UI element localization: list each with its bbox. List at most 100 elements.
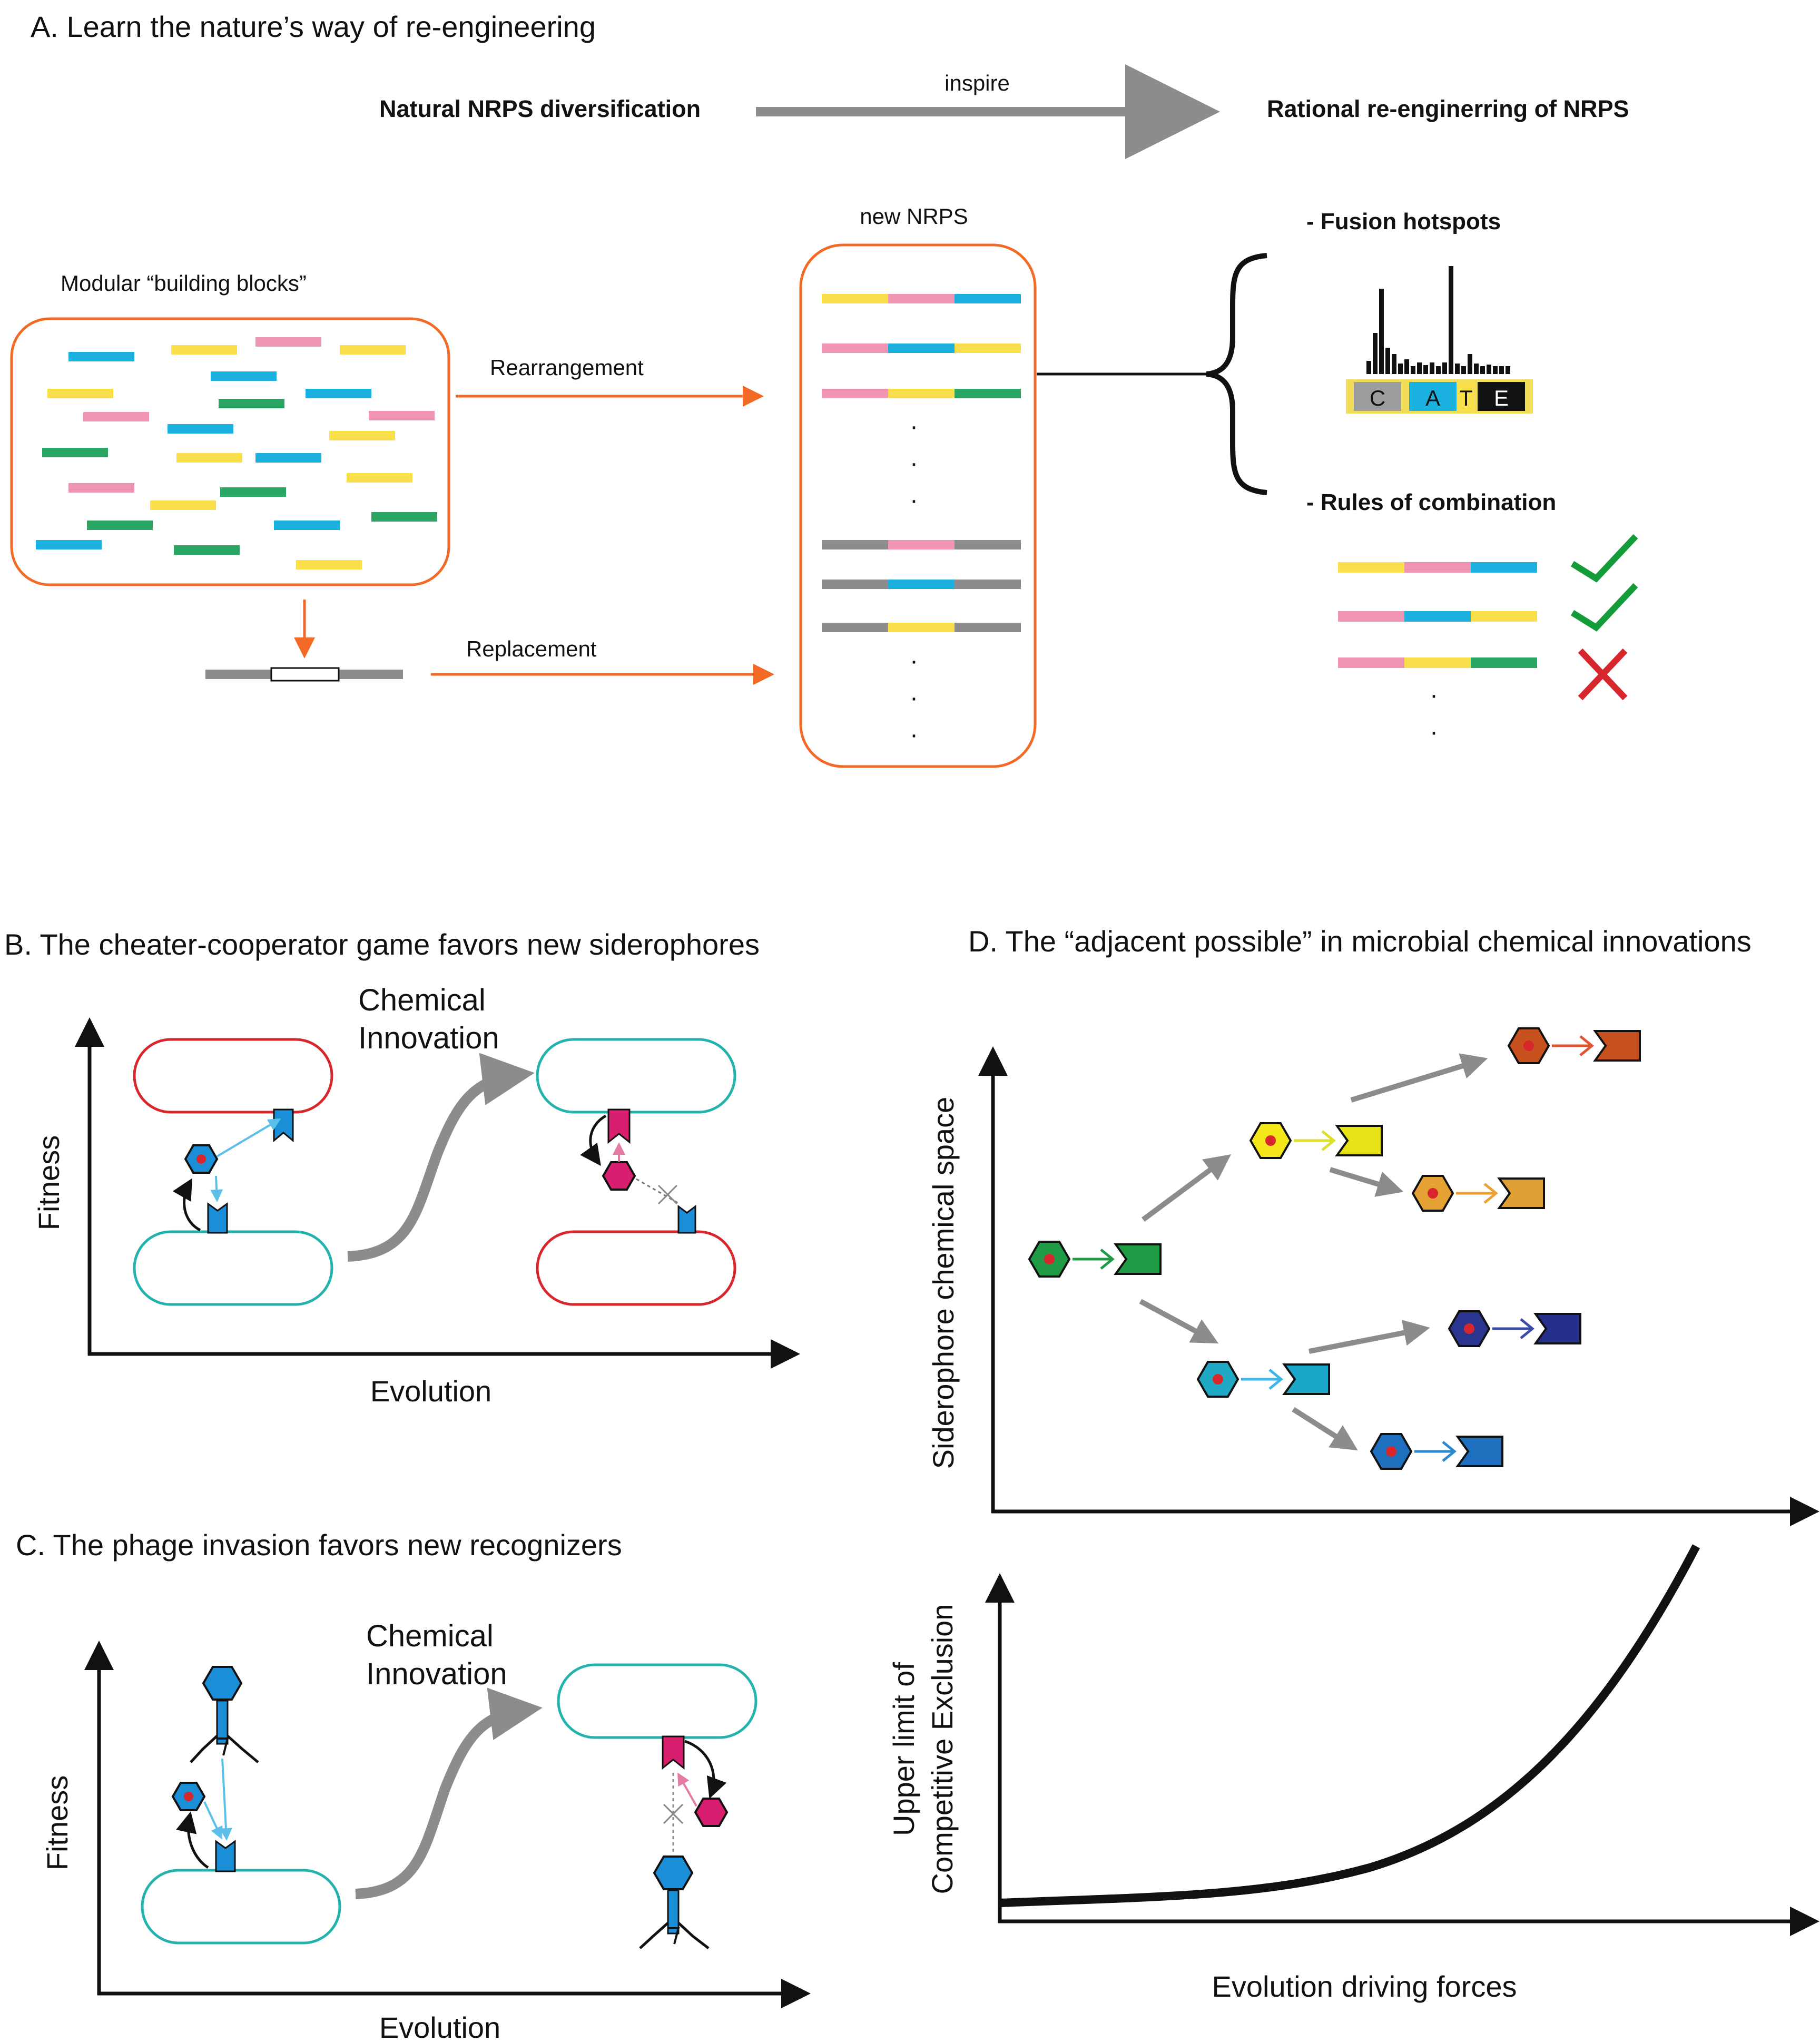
panel-c-x-label: Evolution	[379, 2011, 500, 2042]
cross-icon	[1578, 648, 1628, 701]
rule-segment	[1404, 611, 1471, 622]
histogram-bar	[1385, 348, 1390, 374]
nrps-row-segment	[822, 580, 888, 589]
nrps-row-segment	[822, 294, 888, 303]
phage-binding-arrow	[219, 1758, 232, 1841]
new-receptor-icon	[662, 1735, 685, 1770]
histogram-bar	[1493, 366, 1498, 374]
histogram-bar	[1474, 364, 1479, 374]
fragment-green	[87, 521, 153, 530]
host-receptor-icon	[215, 1840, 236, 1872]
fragment-pink	[255, 337, 321, 347]
histogram-bar	[1430, 362, 1434, 374]
block-cross-stroke	[663, 1803, 684, 1824]
curly-brace-icon	[1206, 253, 1267, 495]
rule-segment	[1471, 611, 1537, 622]
nrps-row-segment	[888, 623, 955, 632]
histogram-bar	[1461, 366, 1466, 374]
fragment-blue	[168, 424, 233, 434]
histogram-bar	[1455, 364, 1460, 374]
panel-d: D. The “adjacent possible” in microbial …	[887, 925, 1819, 2003]
block-cross-stroke	[657, 1184, 678, 1205]
iron-dot-icon	[1265, 1135, 1276, 1146]
dot: ·	[1430, 681, 1438, 709]
navy-receptor-icon	[1533, 1313, 1581, 1344]
red-receptor-icon	[1593, 1030, 1641, 1062]
nrps-row-segment	[955, 580, 1021, 589]
histogram-bar	[1449, 266, 1453, 374]
nrps-row-segment	[955, 623, 1021, 632]
innovation-label-line2: Innovation	[366, 1657, 507, 1691]
phage-leg	[217, 1737, 229, 1756]
nrps-row-segment	[888, 580, 955, 589]
panel-c: C. The phage invasion favors new recogni…	[16, 1528, 811, 2042]
ellipsis-dots: · · · · · · · ·	[910, 413, 1438, 749]
domain-t	[1458, 382, 1474, 411]
new-nrps-rows	[822, 294, 1021, 632]
branch-arrow	[1292, 1407, 1358, 1451]
phage-leg	[190, 1735, 218, 1763]
nrps-row-segment	[888, 389, 955, 398]
binding-arrowhead	[1321, 1130, 1336, 1151]
dot: ·	[1430, 718, 1438, 746]
fragment-blue	[274, 521, 340, 530]
binding-arrowhead	[1483, 1183, 1498, 1204]
histogram-bar	[1411, 366, 1415, 374]
nrps-row-segment	[955, 540, 1021, 549]
histogram-bar	[1480, 366, 1485, 374]
teal-siderophore-receptor-pair	[1196, 1361, 1330, 1398]
branch-arrow	[1350, 1053, 1488, 1103]
replacement-construct	[205, 667, 403, 682]
binding-arrowhead	[1268, 1369, 1283, 1390]
rule-segment	[1471, 657, 1537, 668]
phage-icon	[190, 1666, 259, 1763]
innovation-tree-arrows	[1139, 1053, 1488, 1451]
innovation-label-line1: Chemical	[358, 983, 486, 1017]
binding-arrowhead	[1442, 1441, 1457, 1462]
iron-dot-icon	[1428, 1188, 1438, 1199]
new-secretion-arrow	[580, 1114, 607, 1166]
branch-arrow	[1139, 1299, 1219, 1344]
innovation-arrow	[355, 1687, 543, 1899]
branch-arrow	[1142, 1154, 1232, 1222]
branch-arrow	[1309, 1320, 1430, 1354]
green-siderophore-receptor-pair	[1028, 1241, 1162, 1278]
histogram-bar	[1487, 365, 1491, 374]
yellow-receptor-icon	[1335, 1125, 1383, 1156]
fragment-yellow	[176, 453, 242, 463]
panel-d-top-y-label: Siderophore chemical space	[927, 1097, 960, 1469]
phage-icon	[639, 1856, 710, 1949]
rearrangement-label: Rearrangement	[490, 355, 644, 380]
phage-leg	[677, 1922, 710, 1949]
green-receptor-icon	[1114, 1243, 1162, 1275]
fragment-blue	[255, 453, 321, 463]
fragment-blue	[306, 389, 371, 398]
histogram-bar	[1506, 366, 1510, 374]
panel-a-title: A. Learn the nature’s way of re-engineer…	[31, 10, 596, 43]
iron-dot-icon	[1044, 1254, 1055, 1264]
dot: ·	[910, 413, 918, 440]
building-blocks-label: Modular “building blocks”	[61, 271, 307, 296]
iron-dot-icon	[1213, 1374, 1223, 1385]
iron-dot-icon	[1464, 1323, 1474, 1334]
host-cell	[141, 1869, 341, 1945]
iron-dot-icon	[184, 1792, 193, 1801]
domain-e-label: E	[1494, 386, 1509, 410]
new-receptor-icon	[607, 1108, 631, 1144]
histogram-bar	[1398, 364, 1403, 374]
fusion-hotspots-label: - Fusion hotspots	[1306, 209, 1501, 234]
rule-segment	[1338, 611, 1404, 622]
check-icon	[1570, 583, 1638, 632]
branch-arrow	[1329, 1167, 1404, 1197]
nrps-row-segment	[822, 540, 888, 549]
domain-track: C A T E	[1346, 379, 1533, 414]
block-cross-icon	[657, 1184, 678, 1205]
innovation-label-line1: Chemical	[366, 1619, 494, 1653]
histogram-bar	[1392, 354, 1396, 374]
fragment-green	[220, 487, 286, 497]
dot: ·	[910, 486, 918, 514]
nrps-row-segment	[888, 343, 955, 353]
histogram-bar	[1423, 365, 1428, 374]
nrps-row-segment	[888, 294, 955, 303]
domain-c	[1354, 382, 1401, 411]
